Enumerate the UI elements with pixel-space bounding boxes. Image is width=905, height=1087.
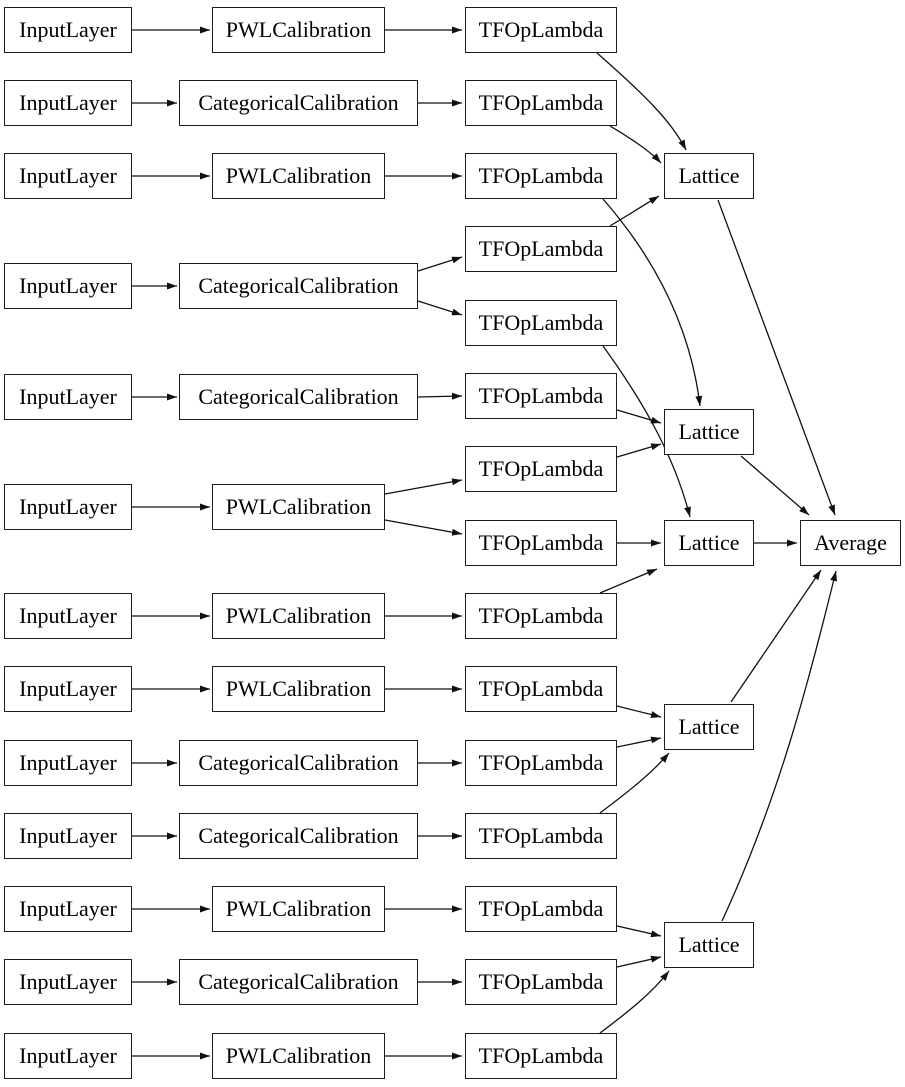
node-lattice-1: Lattice <box>664 153 754 199</box>
node-tfoplambda-7: TFOpLambda <box>465 446 617 492</box>
edge-cal4-tf4 <box>417 256 463 272</box>
edge-tf9-lat3 <box>599 568 658 594</box>
edge-tf4-lat1 <box>609 195 660 227</box>
node-categoricalcalibration-4: CategoricalCalibration <box>179 740 418 786</box>
node-pwlcalibration-7: PWLCalibration <box>212 1033 385 1079</box>
edge-cal6-tf7 <box>384 478 463 495</box>
node-tfoplambda-10: TFOpLambda <box>465 666 617 712</box>
node-categoricalcalibration-6: CategoricalCalibration <box>179 959 418 1005</box>
edge-tf10-lat4 <box>616 705 662 718</box>
edge-tf2-lat1 <box>609 125 662 164</box>
node-tfoplambda-13: TFOpLambda <box>465 886 617 932</box>
node-tfoplambda-14: TFOpLambda <box>465 959 617 1005</box>
node-pwlcalibration-1: PWLCalibration <box>212 7 385 53</box>
node-tfoplambda-8: TFOpLambda <box>465 520 617 566</box>
node-inputlayer-13: InputLayer <box>4 1033 132 1079</box>
node-categoricalcalibration-2: CategoricalCalibration <box>179 263 418 309</box>
node-pwlcalibration-4: PWLCalibration <box>212 593 385 639</box>
node-pwlcalibration-6: PWLCalibration <box>212 886 385 932</box>
edge-cal5-tf6 <box>417 392 463 400</box>
node-tfoplambda-11: TFOpLambda <box>465 740 617 786</box>
node-pwlcalibration-3: PWLCalibration <box>212 484 385 530</box>
edge-tf7-lat2 <box>616 443 662 458</box>
edge-cal4-tf5 <box>417 300 463 316</box>
node-lattice-4: Lattice <box>664 704 754 750</box>
node-inputlayer-12: InputLayer <box>4 959 132 1005</box>
node-inputlayer-10: InputLayer <box>4 813 132 859</box>
edge-cal6-tf8 <box>384 519 463 536</box>
edge-tf12-lat4 <box>599 752 670 814</box>
node-inputlayer-7: InputLayer <box>4 593 132 639</box>
node-inputlayer-11: InputLayer <box>4 886 132 932</box>
edge-lat2-avg <box>740 455 810 516</box>
edge-tf5-lat3 <box>602 345 691 518</box>
node-inputlayer-6: InputLayer <box>4 484 132 530</box>
edge-tf1-lat1 <box>596 52 687 151</box>
node-inputlayer-1: InputLayer <box>4 7 132 53</box>
edge-tf14-lat5 <box>616 955 662 968</box>
node-tfoplambda-9: TFOpLambda <box>465 593 617 639</box>
node-lattice-5: Lattice <box>664 922 754 968</box>
node-tfoplambda-3: TFOpLambda <box>465 153 617 199</box>
node-tfoplambda-2: TFOpLambda <box>465 80 617 126</box>
node-categoricalcalibration-1: CategoricalCalibration <box>179 80 418 126</box>
node-categoricalcalibration-5: CategoricalCalibration <box>179 813 418 859</box>
edge-tf11-lat4 <box>616 736 662 748</box>
node-pwlcalibration-5: PWLCalibration <box>212 666 385 712</box>
node-lattice-3: Lattice <box>664 520 754 566</box>
node-lattice-2: Lattice <box>664 409 754 455</box>
edge-lat1-avg <box>717 199 836 516</box>
edge-lat5-avg <box>721 570 838 922</box>
node-inputlayer-4: InputLayer <box>4 263 132 309</box>
edge-tf15-lat5 <box>599 970 670 1034</box>
node-tfoplambda-6: TFOpLambda <box>465 373 617 419</box>
node-tfoplambda-12: TFOpLambda <box>465 813 617 859</box>
node-inputlayer-3: InputLayer <box>4 153 132 199</box>
node-tfoplambda-15: TFOpLambda <box>465 1033 617 1079</box>
edge-tf13-lat5 <box>616 925 662 938</box>
node-inputlayer-2: InputLayer <box>4 80 132 126</box>
edge-lat4-avg <box>730 569 822 703</box>
node-tfoplambda-4: TFOpLambda <box>465 226 617 272</box>
node-pwlcalibration-2: PWLCalibration <box>212 153 385 199</box>
node-average: Average <box>800 520 901 566</box>
node-tfoplambda-1: TFOpLambda <box>465 7 617 53</box>
node-inputlayer-5: InputLayer <box>4 374 132 420</box>
node-tfoplambda-5: TFOpLambda <box>465 300 617 346</box>
edge-tf6-lat2 <box>616 409 662 424</box>
node-inputlayer-9: InputLayer <box>4 740 132 786</box>
node-inputlayer-8: InputLayer <box>4 666 132 712</box>
edge-tf3-lat2 <box>602 198 703 407</box>
node-categoricalcalibration-3: CategoricalCalibration <box>179 374 418 420</box>
